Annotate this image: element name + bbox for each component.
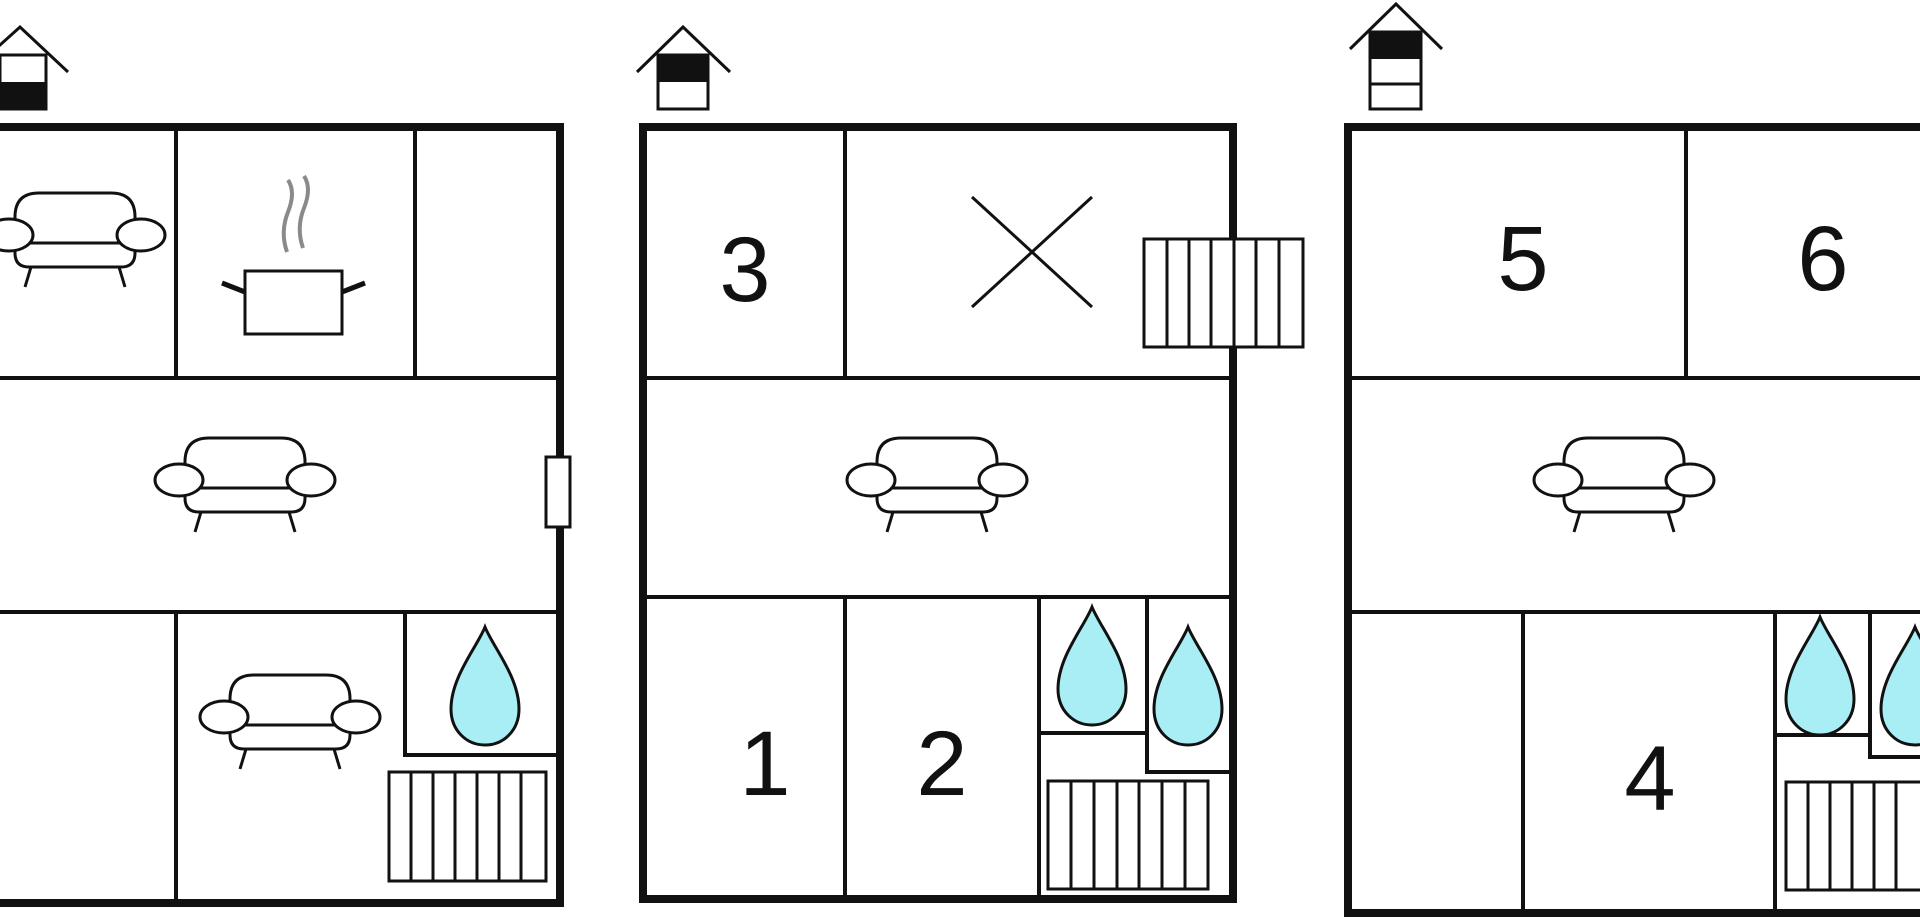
room-number: 3 [719,219,770,321]
water-drop-icon [1879,625,1920,747]
floor-first: 3 1 2 [635,24,1305,903]
water-drop-icon [449,625,521,747]
water-drop-icon [1784,615,1856,737]
sofa-icon [845,436,1029,534]
stairs-icon [1046,779,1210,891]
house-level-icon-ground [0,24,70,111]
sofa-icon [153,436,337,534]
cooking-pot-icon [221,174,366,336]
cross-icon [970,195,1094,309]
stairs-icon [1784,780,1920,892]
stairs-icon [387,770,548,883]
floor-ground [0,24,572,907]
room-number: 4 [1624,728,1675,830]
floor-top: 5 6 4 [1344,1,1920,917]
house-level-icon-top [1348,1,1444,111]
water-drop-icon [1152,625,1224,747]
room-number: 1 [739,713,790,815]
room-number: 5 [1497,208,1548,310]
balcony-stairs-icon [1142,237,1305,349]
sofa-icon [1532,436,1716,534]
sofa-icon [0,191,167,289]
wall [1039,731,1229,774]
water-drop-icon [1056,605,1128,727]
wall [403,612,556,757]
house-level-icon-first [635,24,732,111]
sofa-icon [198,673,382,771]
room-number: 2 [916,713,967,815]
door-icon [544,455,572,529]
room-number: 6 [1797,208,1848,310]
floor-top-outline [1344,123,1920,917]
floor-first-outline [639,123,1237,903]
